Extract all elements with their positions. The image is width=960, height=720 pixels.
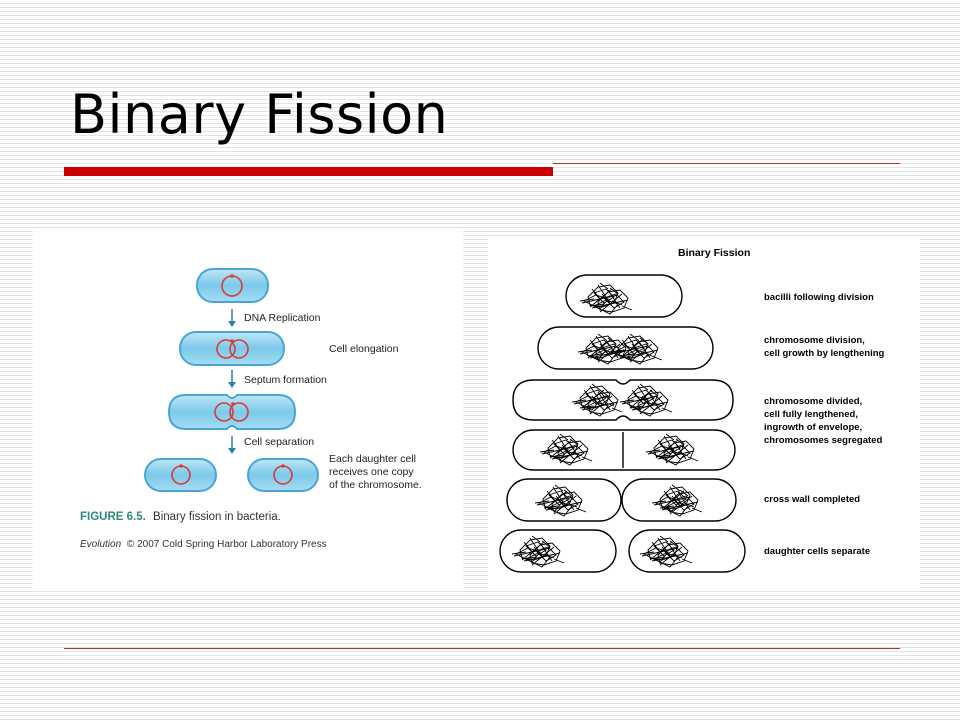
daughter-cell-right — [247, 458, 319, 492]
figure-caption: FIGURE 6.5. Binary fission in bacteria. — [80, 511, 281, 523]
title-accent-bar — [64, 167, 553, 176]
bacillus-stage-2 — [537, 326, 714, 370]
bacillus-stage-5 — [506, 478, 737, 522]
stage-label-1: bacilli following division — [764, 292, 874, 303]
slide-title: Binary Fission — [70, 83, 449, 146]
stage-label-cell-separation: Cell separation — [244, 436, 314, 448]
daughter-cell-note: Each daughter cell receives one copy of … — [329, 453, 422, 491]
stage-label-4: cross wall completed — [764, 494, 860, 505]
cell-stage-2 — [179, 331, 285, 366]
binary-fission-textbook-figure: DNA Replication Cell elongation Septum f… — [80, 268, 422, 550]
title-rule — [553, 163, 900, 164]
figure-6-5-panel: DNA Replication Cell elongation Septum f… — [33, 229, 463, 589]
cell-stage-3 — [167, 394, 297, 430]
arrow-icon — [228, 370, 236, 388]
binary-fission-stages-panel: Binary Fission bacilli following divisio… — [488, 236, 920, 588]
cell-stage-1 — [196, 268, 269, 303]
stage-label-3: chromosome divided, cell fully lengthene… — [764, 396, 882, 446]
footer-rule — [64, 648, 900, 649]
stage-label-5: daughter cells separate — [764, 546, 870, 557]
stage-label-cell-elongation: Cell elongation — [329, 343, 399, 355]
arrow-icon — [228, 309, 236, 327]
figure-credit: Evolution © 2007 Cold Spring Harbor Labo… — [80, 539, 327, 550]
bacillus-stage-6 — [499, 529, 746, 573]
diagram-title: Binary Fission — [678, 247, 750, 259]
stage-label-2: chromosome division, cell growth by leng… — [764, 335, 885, 359]
bacillus-stage-3 — [512, 379, 734, 421]
bacillus-stage-4 — [512, 429, 736, 471]
arrow-icon — [228, 436, 236, 454]
stage-label-dna-replication: DNA Replication — [244, 312, 321, 324]
bacillus-stage-1 — [565, 274, 683, 318]
stage-label-septum-formation: Septum formation — [244, 374, 327, 386]
binary-fission-stages-diagram: Binary Fission bacilli following divisio… — [499, 247, 885, 573]
daughter-cell-left — [144, 458, 217, 492]
